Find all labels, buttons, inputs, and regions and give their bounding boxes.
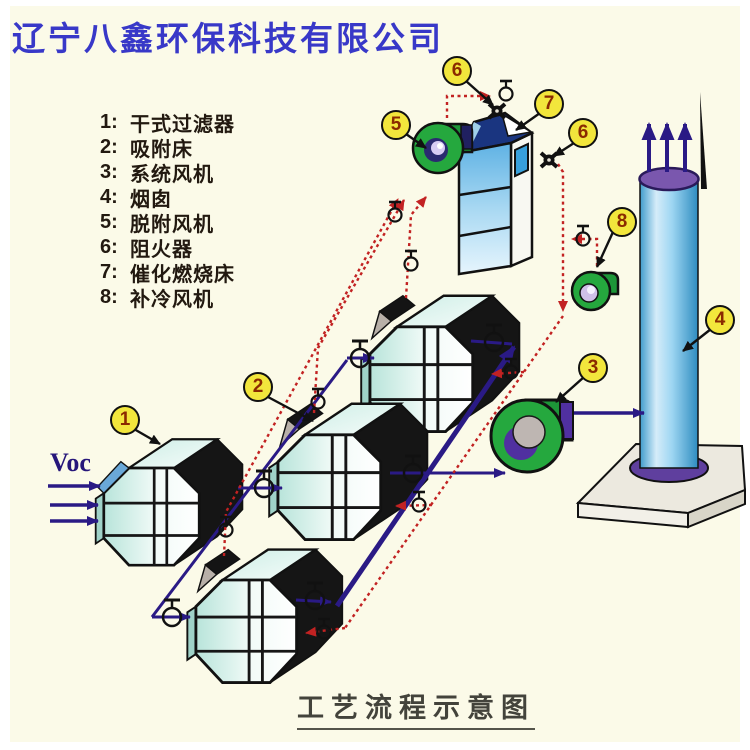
valve	[349, 339, 371, 369]
adsorption-bed-bottom	[185, 548, 344, 685]
equipment-legend: 1:干式过滤器 2:吸附床 3:系统风机 4:烟囱 5:脱附风机 6:阻火器 7…	[100, 110, 235, 311]
collector-duct	[334, 345, 517, 608]
combustion-bed-notch	[500, 112, 534, 137]
callout-2: 2	[243, 372, 273, 402]
dry-filter	[94, 437, 244, 567]
desorption-fan	[411, 121, 474, 175]
valve	[161, 598, 183, 628]
legend-item: 7:催化燃烧床	[100, 261, 235, 286]
main-duct-lines	[150, 339, 645, 622]
callout-6-top: 6	[442, 56, 472, 86]
lightning-rod	[700, 92, 707, 189]
legend-item: 3:系统风机	[100, 161, 214, 186]
valve	[498, 79, 514, 102]
legend-item: 2:吸附床	[100, 136, 193, 161]
legend-item: 6:阻火器	[100, 236, 193, 261]
callout-5: 5	[381, 110, 411, 140]
callout-8: 8	[607, 207, 637, 237]
legend-item: 8:补冷风机	[100, 286, 214, 311]
legend-item: 5:脱附风机	[100, 211, 214, 236]
valve	[387, 200, 403, 223]
exhaust-arrows	[641, 122, 693, 172]
callout-1: 1	[110, 405, 140, 435]
cooling-fan	[570, 270, 620, 312]
callout-7: 7	[534, 89, 564, 119]
callout-3: 3	[578, 353, 608, 383]
legend-item: 1:干式过滤器	[100, 111, 235, 136]
chimney	[629, 92, 709, 483]
valve	[403, 249, 419, 272]
legend-item: 4:烟囱	[100, 186, 172, 211]
callout-4: 4	[705, 305, 735, 335]
flame-arrester-top	[487, 102, 507, 120]
valve	[575, 224, 591, 247]
system-fan	[489, 398, 574, 474]
callout-6-right: 6	[568, 118, 598, 148]
chimney-body	[639, 177, 699, 469]
diagram-caption: 工艺流程示意图	[297, 686, 535, 730]
voc-label: Voc	[50, 448, 91, 477]
voc-inlet-arrows	[48, 481, 101, 526]
company-title: 辽宁八鑫环保科技有限公司	[12, 20, 444, 57]
callout-leaders	[133, 80, 712, 446]
combustion-bed-window	[514, 142, 529, 178]
